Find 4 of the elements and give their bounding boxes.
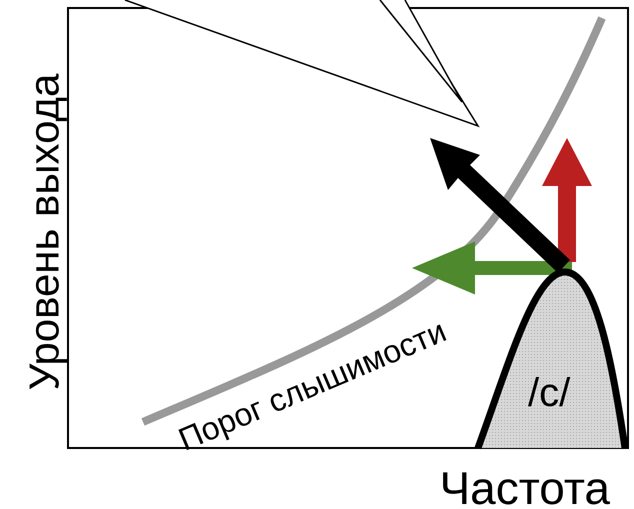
phoneme-label: /c/ bbox=[528, 373, 570, 413]
axis-title: Уровень выхода bbox=[22, 74, 65, 390]
spectrum-peak bbox=[474, 268, 628, 452]
axis-title: Частота bbox=[440, 465, 610, 509]
